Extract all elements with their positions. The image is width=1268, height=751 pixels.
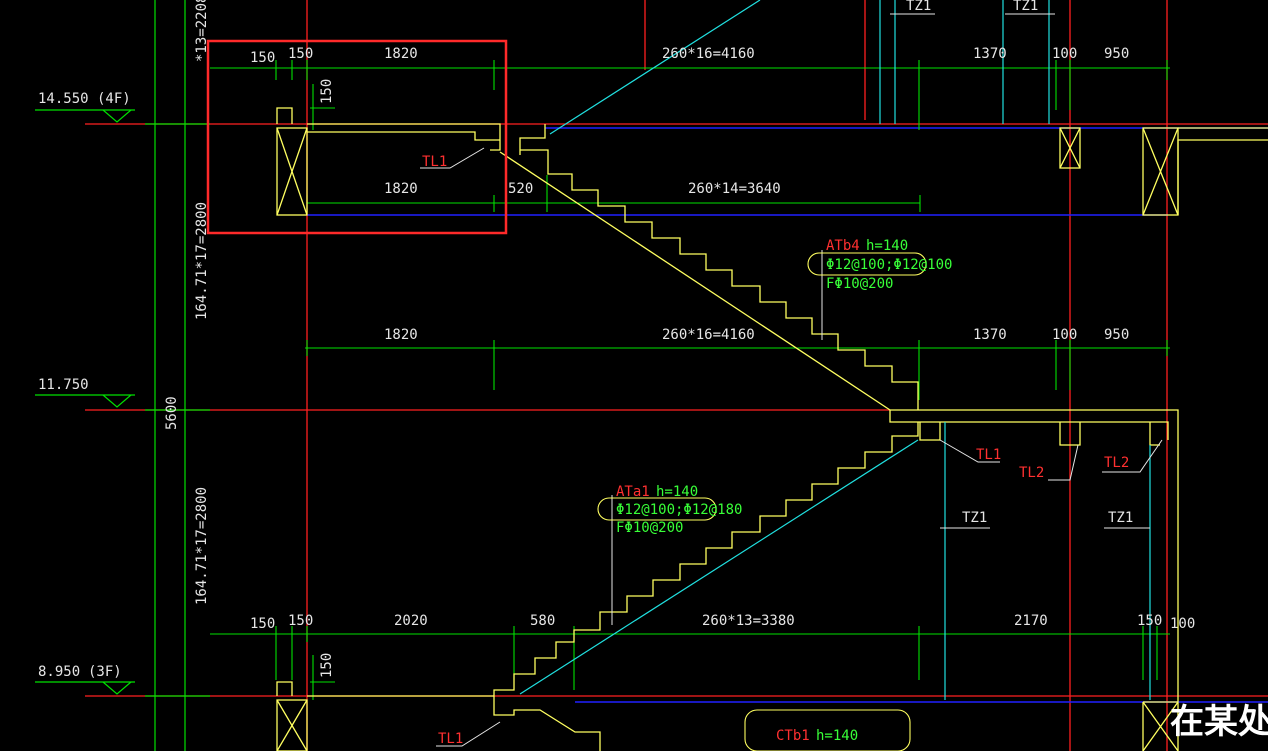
dimension-row-3: 1820 260*16=4160 1370 100 950	[384, 327, 1129, 343]
label-tz1-top-b: TZ1	[1013, 0, 1038, 14]
annotation-ata1-name: ATa1	[616, 484, 650, 500]
label-tz1-mid-b: TZ1	[1108, 510, 1133, 526]
dim-r2-1: 520	[508, 181, 533, 197]
vertical-dimension-texts: 5600 164.71*17=2800 164.71*17=2800 *13=2…	[164, 0, 210, 605]
label-tl1-bottom: TL1	[438, 731, 463, 747]
vdim-total: 5600	[164, 396, 180, 430]
level-texts: 14.550 (4F) 11.750 8.950 (3F)	[38, 91, 131, 680]
dim-r4-small: 150	[319, 653, 335, 678]
dim-r4-0: 150	[250, 616, 275, 632]
annotation-ctb1-h: h=140	[816, 728, 858, 744]
dim-r2-2: 260*14=3640	[688, 181, 781, 197]
level-floor-3f: (3F)	[88, 664, 122, 680]
stair-structure	[276, 107, 1268, 751]
label-tl1-top: TL1	[422, 154, 447, 170]
dimension-row-1: 150 150 1820 260*16=4160 1370 100 950 15…	[250, 46, 1129, 104]
dim-r2-0: 1820	[384, 181, 418, 197]
label-tl2-a: TL2	[1019, 465, 1044, 481]
label-tz1-mid-a: TZ1	[962, 510, 987, 526]
leader-lines	[420, 13, 1163, 747]
dimension-row-4: 150 150 2020 580 260*13=3380 2170 150 10…	[250, 613, 1195, 678]
vdim-lower: 164.71*17=2800	[194, 487, 210, 605]
annotation-atb4-dist: FΦ10@200	[826, 276, 893, 292]
annotation-atb4-name: ATb4	[826, 238, 860, 254]
label-tz1-top-a: TZ1	[906, 0, 931, 14]
level-floor-4f: (4F)	[97, 91, 131, 107]
dim-r1-0: 150	[250, 50, 275, 66]
dim-r1-6: 950	[1104, 46, 1129, 62]
horizontal-dimension-lines	[210, 60, 1170, 700]
annotation-ctb1: CTb1 h=140	[776, 728, 858, 744]
annotation-ata1-rebar: Φ12@100;Φ12@180	[616, 502, 742, 518]
dim-r1-3: 260*16=4160	[662, 46, 755, 62]
annotation-ata1: ATa1 h=140 Φ12@100;Φ12@180 FΦ10@200	[616, 484, 742, 536]
dim-r3-3: 100	[1052, 327, 1077, 343]
stair-flight-lines	[519, 0, 1151, 700]
level-elevation-4f: 14.550	[38, 91, 89, 107]
member-labels: TL1 TL1 TL2 TL2 TL1 TZ1 TZ1 TZ1 TZ1	[422, 0, 1133, 747]
dim-r4-6: 150	[1137, 613, 1162, 629]
level-elevation-3f: 8.950	[38, 664, 80, 680]
dim-r4-1: 150	[288, 613, 313, 629]
axis-lines	[85, 0, 1268, 751]
dim-r1-1: 150	[288, 46, 313, 62]
label-tl2-b: TL2	[1104, 455, 1129, 471]
dim-r1-5: 100	[1052, 46, 1077, 62]
dimension-row-2: 1820 520 260*14=3640	[384, 181, 781, 197]
dim-r4-3: 580	[530, 613, 555, 629]
dim-r3-2: 1370	[973, 327, 1007, 343]
dim-r1-4: 1370	[973, 46, 1007, 62]
dim-r4-4: 260*13=3380	[702, 613, 795, 629]
dim-r3-4: 950	[1104, 327, 1129, 343]
label-tl1-mid: TL1	[976, 447, 1001, 463]
annotation-ata1-dist: FΦ10@200	[616, 520, 683, 536]
annotation-atb4-h: h=140	[866, 238, 908, 254]
dim-r4-2: 2020	[394, 613, 428, 629]
vdim-top-partial: *13=2208	[194, 0, 210, 62]
dim-r4-7: 100	[1170, 616, 1195, 632]
dim-r1-small: 150	[319, 79, 335, 104]
dim-r1-2: 1820	[384, 46, 418, 62]
annotation-ata1-h: h=140	[656, 484, 698, 500]
level-markers	[35, 109, 135, 695]
dim-r3-1: 260*16=4160	[662, 327, 755, 343]
level-elevation-mid: 11.750	[38, 377, 89, 393]
dim-r3-0: 1820	[384, 327, 418, 343]
highlight-box	[206, 39, 508, 235]
revision-clouds	[597, 252, 927, 751]
annotation-atb4-rebar: Φ12@100;Φ12@100	[826, 257, 952, 273]
annotation-atb4: ATb4 h=140 Φ12@100;Φ12@100 FΦ10@200	[826, 238, 952, 292]
watermark-text: 在某处	[1170, 702, 1268, 742]
dim-r4-5: 2170	[1014, 613, 1048, 629]
vdim-upper: 164.71*17=2800	[194, 202, 210, 320]
vertical-dimension-chain	[145, 0, 210, 751]
annotation-ctb1-name: CTb1	[776, 728, 810, 744]
